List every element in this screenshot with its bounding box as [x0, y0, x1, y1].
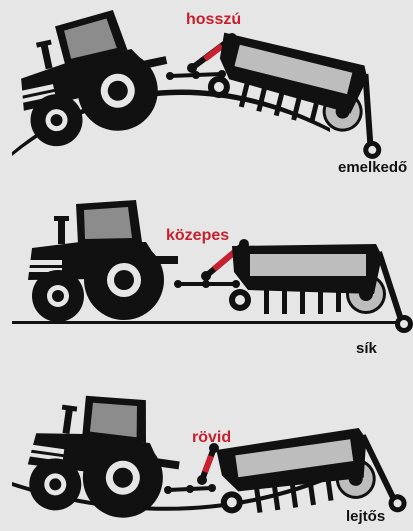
lower-hitch-link [174, 280, 240, 288]
terrain-label: emelkedő [338, 159, 407, 176]
ground-line [12, 321, 402, 324]
panel-uphill: hosszú emelkedő [7, 1, 407, 176]
terrain-label: lejtős [346, 508, 385, 525]
tractor [22, 385, 188, 527]
link-length-label: közepes [166, 227, 229, 244]
tractor [7, 1, 179, 152]
seed-drill [229, 244, 413, 333]
top-link [197, 443, 219, 485]
lower-hitch-link [164, 484, 216, 494]
tractor [28, 200, 178, 322]
panel-downhill: rövid lejtős [12, 385, 408, 531]
link-length-label: hosszú [186, 11, 241, 28]
panel-flat: közepes sík [12, 200, 413, 357]
terrain-label: sík [356, 340, 378, 357]
link-length-label: rövid [192, 429, 231, 446]
